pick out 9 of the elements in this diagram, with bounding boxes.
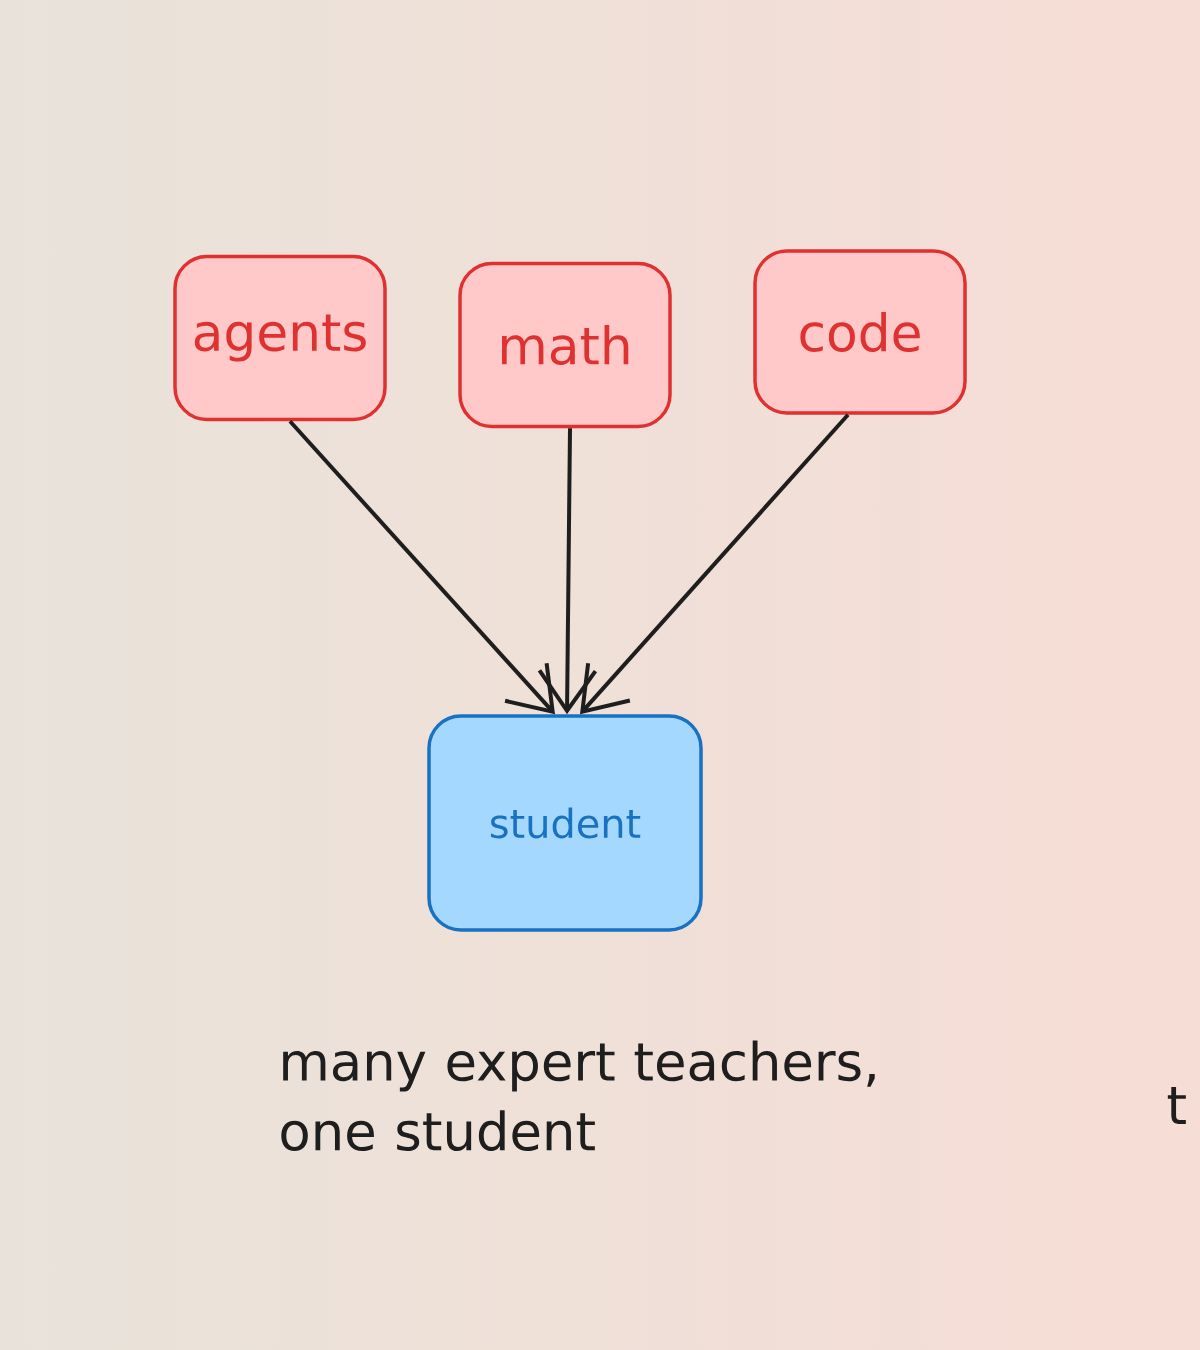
arrow bbox=[537, 428, 598, 715]
caption-text: many expert teachers, one student bbox=[281, 1040, 875, 1151]
arrow bbox=[580, 413, 850, 715]
rounded-box: math bbox=[458, 261, 672, 429]
rounded-box: code bbox=[753, 249, 967, 415]
text-fragment: t bbox=[1167, 1086, 1186, 1124]
arrow bbox=[288, 419, 555, 715]
rounded-box: student bbox=[427, 714, 703, 932]
rounded-box: agents bbox=[173, 254, 387, 422]
